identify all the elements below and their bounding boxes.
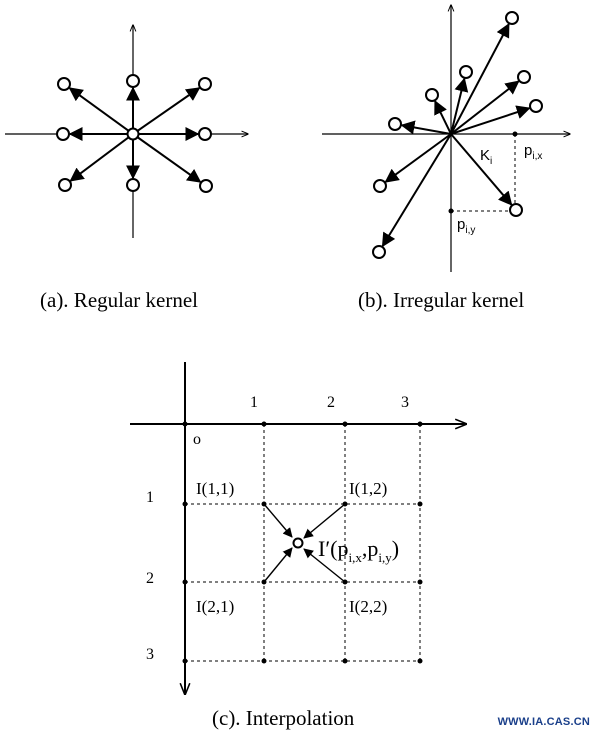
irregular-arrow-6 (400, 120, 452, 135)
grid-points (182, 421, 423, 664)
cell-label-i21: I(2,1) (196, 597, 234, 616)
regular-arrow-8 (132, 133, 202, 183)
row-tick-1: 1 (146, 489, 154, 506)
regular-sample-point-5 (198, 127, 212, 141)
row-tick-2: 2 (146, 570, 154, 587)
irregular-sample-point-9 (509, 203, 523, 217)
col-tick-3: 3 (401, 394, 409, 411)
interpolation-arrows (263, 503, 346, 583)
panel-irregular-kernel: Ki pi,x pi,y (322, 5, 570, 272)
cell-label-i12: I(1,2) (349, 479, 387, 498)
irregular-arrow-1 (450, 22, 510, 135)
px-label: pi,x (524, 142, 542, 162)
py-label: pi,y (457, 216, 475, 236)
row-tick-3: 3 (146, 646, 154, 663)
col-tick-1: 1 (250, 394, 258, 411)
cell-label-i22: I(2,2) (349, 597, 387, 616)
irregular-arrow-7 (384, 133, 452, 183)
regular-arrow-1 (68, 87, 134, 135)
regular-arrow-3 (132, 87, 201, 135)
interpolated-value-label: I′(pi,x,pi,y) (318, 536, 399, 565)
col-tick-2: 2 (327, 394, 335, 411)
regular-arrow-6 (69, 133, 134, 182)
regular-sample-point-8 (199, 179, 213, 193)
origin-label: o (193, 431, 201, 448)
interpolated-point (292, 537, 304, 549)
cell-label-i11: I(1,1) (196, 479, 234, 498)
caption-interpolation: (c). Interpolation (212, 706, 355, 730)
regular-sample-point-6 (58, 178, 72, 192)
irregular-sample-point-8 (372, 245, 386, 259)
irregular-arrow-4 (450, 105, 531, 135)
irregular-sample-point-3 (517, 70, 531, 84)
watermark: WWW.IA.CAS.CN (497, 716, 590, 728)
regular-sample-point-7 (126, 178, 140, 192)
kernel-label: Ki (480, 147, 492, 167)
irregular-sample-point-4 (529, 99, 543, 113)
irregular-sample-point-5 (425, 88, 439, 102)
regular-sample-point-4 (56, 127, 70, 141)
regular-sample-point-1 (57, 77, 71, 91)
irregular-arrow-2 (450, 77, 469, 135)
caption-irregular-kernel: (b). Irregular kernel (358, 288, 524, 312)
regular-sample-point-3 (198, 77, 212, 91)
irregular-sample-point-7 (373, 179, 387, 193)
regular-sample-point-2 (126, 74, 140, 88)
irregular-sample-point-1 (505, 11, 519, 25)
px-dot (512, 131, 518, 137)
py-dot (448, 208, 454, 214)
irregular-arrow-8 (381, 133, 452, 248)
panel-interpolation: o 1 2 3 1 2 3 I(1,1) I(1,2) I(2,1) I(2,2… (130, 362, 466, 694)
irregular-arrow-3 (450, 80, 520, 135)
irregular-arrow-9 (450, 133, 513, 206)
irregular-kernel-arrows (372, 11, 543, 259)
panel-regular-kernel (5, 25, 248, 238)
caption-regular-kernel: (a). Regular kernel (40, 288, 198, 312)
irregular-sample-point-2 (459, 65, 473, 79)
regular-kernel-arrows (56, 74, 213, 193)
irregular-arrow-5 (434, 100, 452, 135)
regular-center-circle (126, 127, 140, 141)
irregular-sample-point-6 (388, 117, 402, 131)
